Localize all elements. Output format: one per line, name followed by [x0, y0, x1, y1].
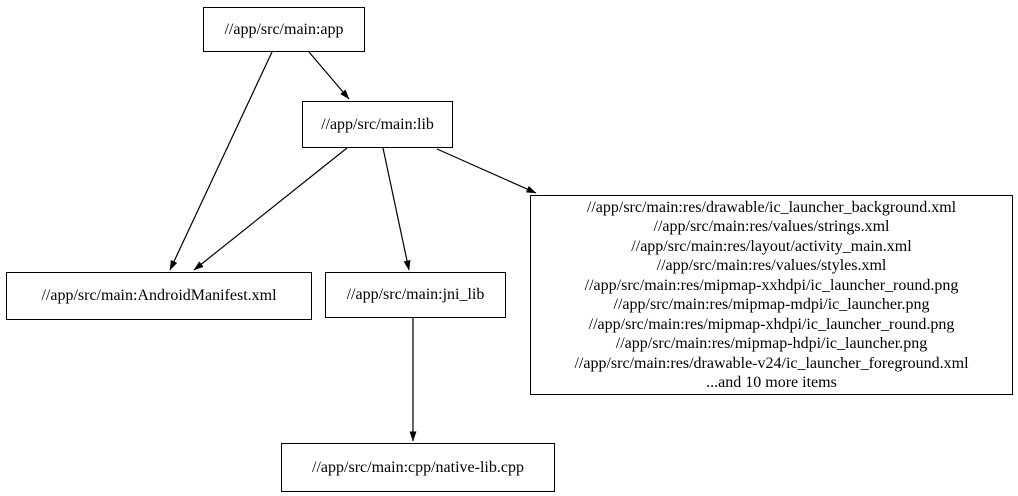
resource-item: //app/src/main:res/mipmap-xhdpi/ic_launc…	[588, 315, 955, 333]
node-jni-lib: //app/src/main:jni_lib	[325, 272, 506, 318]
node-native-lib-cpp-label: //app/src/main:cpp/native-lib.cpp	[312, 458, 524, 476]
resource-item: //app/src/main:res/values/styles.xml	[656, 257, 887, 274]
resource-item: //app/src/main:res/values/strings.xml	[653, 218, 890, 235]
resource-item: //app/src/main:res/mipmap-mdpi/ic_launch…	[613, 296, 930, 313]
resource-item: //app/src/main:res/drawable/ic_launcher_…	[586, 198, 957, 216]
node-android-manifest: //app/src/main:AndroidManifest.xml	[6, 272, 312, 320]
node-jni-lib-label: //app/src/main:jni_lib	[346, 286, 485, 304]
resource-item: //app/src/main:res/mipmap-hdpi/ic_launch…	[615, 335, 928, 352]
resource-item: //app/src/main:res/mipmap-xxhdpi/ic_laun…	[584, 276, 959, 294]
edge-app-to-lib	[308, 51, 350, 100]
resource-more-items: ...and 10 more items	[706, 374, 837, 391]
edge-lib-to-jni_lib	[382, 147, 411, 271]
node-app: //app/src/main:app	[203, 7, 365, 52]
resource-item: //app/src/main:res/drawable-v24/ic_launc…	[574, 354, 969, 372]
node-native-lib-cpp: //app/src/main:cpp/native-lib.cpp	[281, 443, 555, 492]
edge-lib-to-res	[436, 148, 537, 194]
node-android-manifest-label: //app/src/main:AndroidManifest.xml	[41, 287, 277, 305]
node-resources: //app/src/main:res/drawable/ic_launcher_…	[530, 195, 1013, 395]
node-lib-label: //app/src/main:lib	[321, 115, 434, 133]
edge-app-to-manifest	[169, 51, 273, 271]
node-app-label: //app/src/main:app	[224, 20, 344, 38]
node-lib: //app/src/main:lib	[302, 101, 453, 148]
resource-item: //app/src/main:res/layout/activity_main.…	[631, 237, 912, 255]
edge-lib-to-manifest	[193, 147, 348, 271]
